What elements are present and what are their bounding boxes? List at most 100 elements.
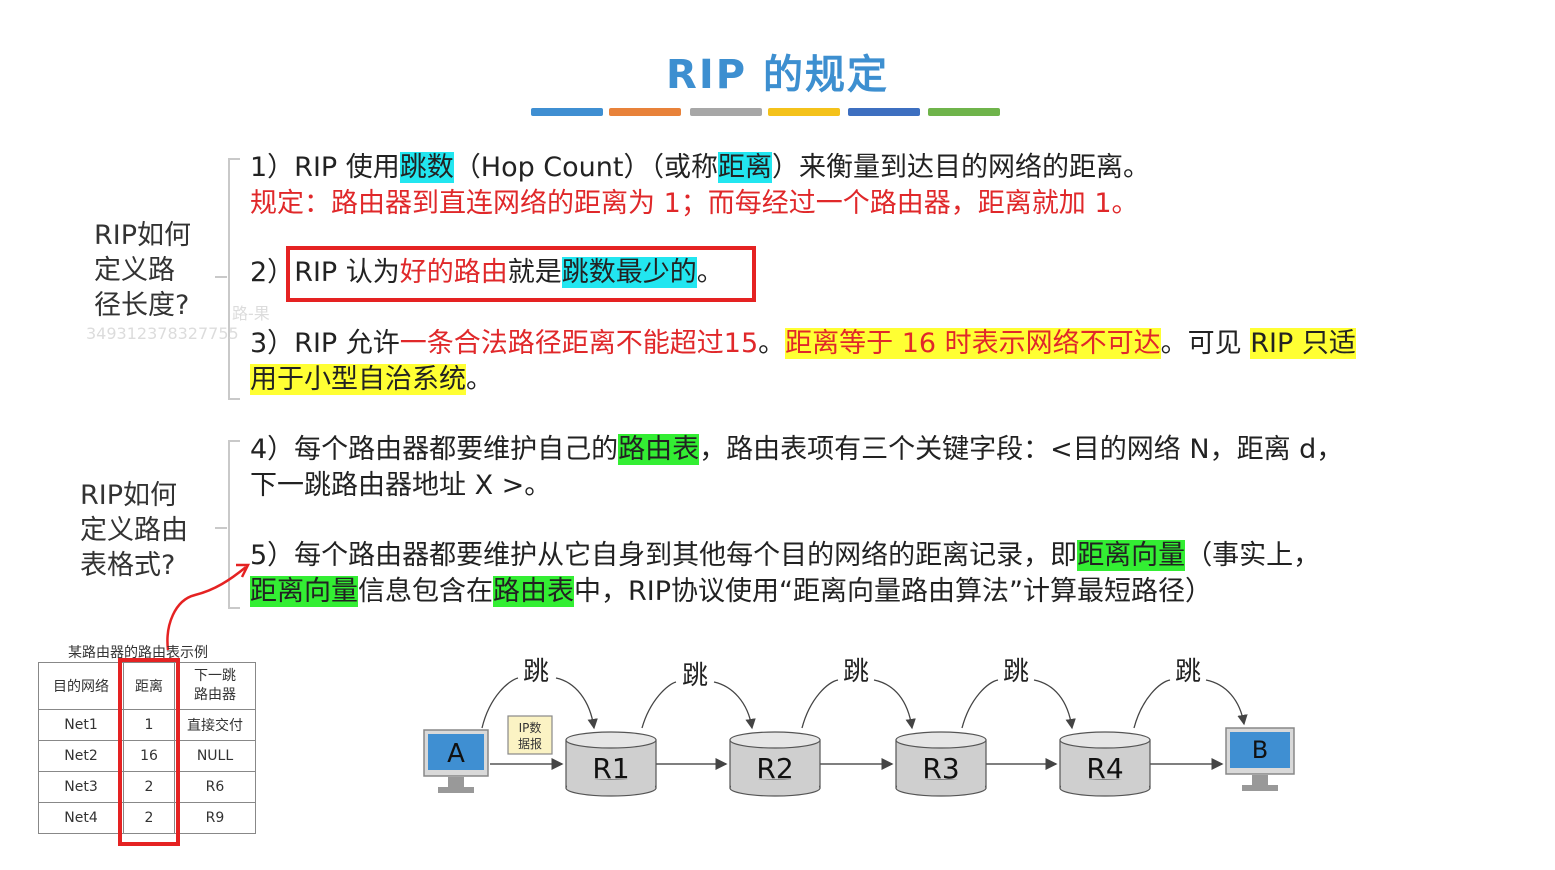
watermark-line: 路-果 bbox=[232, 304, 270, 323]
ip-packet: IP数 据报 bbox=[507, 715, 553, 755]
rule-1-note: 规定：路由器到直连网络的距离为 1；而每经过一个路由器，距离就加 1。 bbox=[250, 188, 1139, 219]
rule-text: 。 bbox=[696, 257, 724, 288]
table-row: Net3 2 R6 bbox=[38, 771, 256, 803]
title-bar-5 bbox=[848, 108, 920, 116]
rule-text: RIP 认为 bbox=[294, 257, 400, 288]
side-label-path-length: RIP如何 定义路 径长度? bbox=[94, 218, 191, 323]
title-bar-4 bbox=[768, 108, 840, 116]
hop-label: 跳 bbox=[843, 657, 869, 687]
routing-table-caption: 某路由器的路由表示例 bbox=[68, 645, 208, 661]
watermark: 路-果 bbox=[232, 300, 270, 324]
rule-1: 1）RIP 使用跳数（Hop Count）（或称距离）来衡量到达目的网络的距离。 bbox=[250, 150, 1150, 186]
host-a: A bbox=[423, 729, 489, 793]
side-label-line: RIP如何 bbox=[80, 480, 178, 511]
rule-text: ，路由表项有三个关键字段：<目的网络 N，距离 d， bbox=[699, 434, 1344, 465]
rule-text: 就是 bbox=[507, 257, 562, 288]
cell-net: Net2 bbox=[38, 740, 124, 772]
highlight-box-distance-column bbox=[118, 658, 180, 846]
hop-label: 跳 bbox=[1175, 657, 1201, 687]
rule-text: （事实上， bbox=[1185, 540, 1321, 571]
router-r1-label: R1 bbox=[592, 752, 629, 785]
rule-5-line2: 距离向量信息包含在路由表中，RIP协议使用“距离向量路由算法”计算最短路径） bbox=[250, 574, 1212, 610]
packet-label-line: IP数 bbox=[519, 720, 542, 735]
rule-text: 1）RIP 使用 bbox=[250, 152, 400, 183]
host-b: B bbox=[1225, 727, 1295, 791]
host-a-label: A bbox=[447, 739, 465, 769]
router-r1: R1 bbox=[565, 731, 657, 797]
router-r3-label: R3 bbox=[922, 752, 959, 785]
rule-text: 。 bbox=[758, 328, 786, 359]
rule-text: 3）RIP 允许 bbox=[250, 328, 400, 359]
header-next-hop: 下一跳 路由器 bbox=[174, 662, 256, 710]
rule-text-red: 好的路由 bbox=[399, 257, 508, 288]
rule-text: 4）每个路由器都要维护自己的 bbox=[250, 434, 619, 465]
highlight-distance-vector: 距离向量 bbox=[250, 576, 358, 607]
cell-net: Net3 bbox=[38, 771, 124, 803]
router-r4: R4 bbox=[1059, 731, 1151, 797]
highlight-box-rule-2 bbox=[286, 246, 756, 302]
rule-text: 5）每个路由器都要维护从它自身到其他每个目的网络的距离记录，即 bbox=[250, 540, 1078, 571]
highlight-fewest-hops: 跳数最少的 bbox=[561, 257, 697, 288]
cell-distance: 2 bbox=[123, 771, 175, 803]
table-header-row: 目的网络 距离 下一跳 路由器 bbox=[38, 662, 256, 710]
title-bar-6 bbox=[928, 108, 1000, 116]
highlight-hop: 跳数 bbox=[399, 152, 454, 183]
rule-5: 5）每个路由器都要维护从它自身到其他每个目的网络的距离记录，即距离向量（事实上， bbox=[250, 538, 1320, 574]
rule-3-line2: 用于小型自治系统。 bbox=[250, 362, 493, 398]
rule-3: 3）RIP 允许一条合法路径距离不能超过15。距离等于 16 时表示网络不可达。… bbox=[250, 326, 1356, 362]
rule-4-line2: 下一跳路由器地址 X >。 bbox=[250, 470, 552, 501]
router-r4-label: R4 bbox=[1086, 752, 1123, 785]
bracket-tick bbox=[215, 527, 227, 529]
rule-text: 信息包含在 bbox=[358, 576, 493, 607]
packet-label-line: 据报 bbox=[518, 736, 542, 751]
highlight-small-as: 用于小型自治系统 bbox=[250, 364, 466, 395]
table-row: Net1 1 直接交付 bbox=[38, 709, 256, 741]
cell-distance: 16 bbox=[123, 740, 175, 772]
side-label-line: RIP如何 bbox=[94, 220, 192, 251]
cell-next-hop: R9 bbox=[174, 802, 256, 834]
red-arrow bbox=[166, 563, 251, 651]
side-label-line: 表格式? bbox=[80, 550, 176, 581]
bracket-group2 bbox=[228, 440, 240, 609]
router-r3: R3 bbox=[895, 731, 987, 797]
rule-text: （Hop Count）（或称 bbox=[453, 152, 718, 183]
highlight-distance: 距离 bbox=[718, 152, 772, 183]
side-label-line: 定义路 bbox=[94, 255, 175, 286]
watermark-line: 349312378327755 bbox=[86, 324, 239, 343]
watermark: 349312378327755 bbox=[86, 324, 239, 343]
cell-distance: 2 bbox=[123, 802, 175, 834]
highlight-rip-only: RIP 只适 bbox=[1250, 328, 1356, 359]
side-label-line: 径长度? bbox=[94, 290, 190, 321]
highlight-routing-table: 路由表 bbox=[618, 434, 700, 465]
cell-next-hop: R6 bbox=[174, 771, 256, 803]
header-dest-net: 目的网络 bbox=[38, 662, 124, 710]
rule-text: 。可见 bbox=[1160, 328, 1251, 359]
router-r2-label: R2 bbox=[756, 752, 793, 785]
rule-text: 。 bbox=[466, 364, 493, 395]
router-r2: R2 bbox=[729, 731, 821, 797]
title-bar-3 bbox=[690, 108, 762, 116]
highlight-unreachable: 距离等于 16 时表示网络不可达 bbox=[785, 328, 1161, 359]
bracket-tick bbox=[215, 276, 227, 278]
page-title: RIP 的规定 bbox=[666, 52, 889, 98]
hop-label: 跳 bbox=[682, 661, 708, 691]
host-b-label: B bbox=[1252, 736, 1268, 764]
side-label-table-format: RIP如何 定义路由 表格式? bbox=[80, 478, 188, 583]
title-bar-2 bbox=[609, 108, 681, 116]
hop-label: 跳 bbox=[1003, 657, 1029, 687]
hop-diagram: A IP数 据报 R1 R2 R3 R4 bbox=[423, 657, 1295, 797]
highlight-routing-table: 路由表 bbox=[493, 576, 574, 607]
side-label-line: 定义路由 bbox=[80, 515, 188, 546]
rule-text: 中，RIP协议使用“距离向量路由算法”计算最短路径） bbox=[574, 576, 1212, 607]
bracket-group1 bbox=[228, 158, 240, 400]
rule-4: 4）每个路由器都要维护自己的路由表，路由表项有三个关键字段：<目的网络 N，距离… bbox=[250, 432, 1343, 468]
cell-next-hop: 直接交付 bbox=[174, 709, 256, 741]
table-row: Net4 2 R9 bbox=[38, 802, 256, 834]
cell-next-hop: NULL bbox=[174, 740, 256, 772]
routing-table: 目的网络 距离 下一跳 路由器 Net1 1 直接交付 Net2 16 NULL… bbox=[38, 662, 256, 834]
table-row: Net2 16 NULL bbox=[38, 740, 256, 772]
highlight-distance-vector: 距离向量 bbox=[1077, 540, 1186, 571]
hop-label: 跳 bbox=[523, 657, 549, 687]
rule-text: ）来衡量到达目的网络的距离。 bbox=[772, 152, 1150, 183]
title-bar-1 bbox=[531, 108, 603, 116]
